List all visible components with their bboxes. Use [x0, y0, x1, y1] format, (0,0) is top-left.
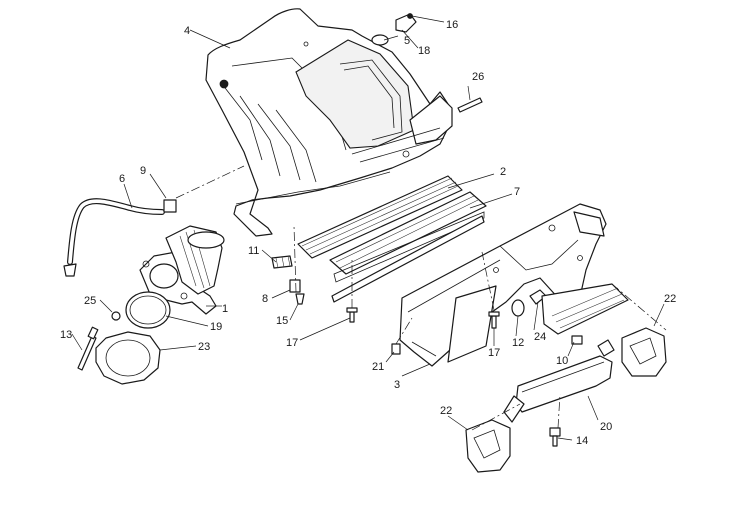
pin-26	[457, 97, 483, 113]
callout-20: 20	[600, 421, 612, 433]
sensor-10	[571, 335, 583, 345]
callout-9: 9	[140, 165, 146, 177]
breather-hose	[63, 198, 165, 277]
screw-17a	[346, 307, 358, 323]
callout-13: 13	[60, 329, 72, 341]
grommet-18	[371, 34, 389, 46]
gasket-ring	[125, 291, 171, 329]
callout-6: 6	[119, 173, 125, 185]
callout-17a: 17	[286, 337, 298, 349]
airbox-cover	[205, 8, 453, 237]
callout-14: 14	[576, 435, 588, 447]
callout-17b: 17	[488, 347, 500, 359]
nut-11	[271, 255, 293, 269]
rubber-mount-left	[465, 419, 511, 473]
callout-12: 12	[512, 337, 524, 349]
callout-5: 5	[404, 35, 410, 47]
callout-3: 3	[394, 379, 400, 391]
bolt-15	[295, 293, 305, 305]
callout-15: 15	[276, 315, 288, 327]
spacer-8	[289, 279, 301, 293]
air-filter-frame	[329, 191, 487, 303]
callout-10: 10	[556, 355, 568, 367]
callout-26: 26	[472, 71, 484, 83]
rubber-mount-right	[621, 327, 667, 377]
small-fastener-25	[111, 311, 121, 321]
callout-7: 7	[514, 186, 520, 198]
long-bolt-13	[77, 326, 99, 371]
callout-16: 16	[446, 19, 458, 31]
callout-22a: 22	[664, 293, 676, 305]
callout-11: 11	[248, 245, 259, 257]
hose-clip	[163, 199, 177, 213]
leader-lines	[71, 15, 665, 441]
callout-labels: 1 2 3 4 5 6 7 8 9 10 11 12 13 14 15 16 1…	[60, 19, 676, 447]
callout-25: 25	[84, 295, 96, 307]
air-filter-element	[297, 175, 463, 259]
airbox-base	[399, 203, 607, 367]
screw-17b	[488, 311, 500, 329]
callout-4: 4	[184, 25, 190, 37]
callout-19: 19	[210, 321, 222, 333]
flange-gasket	[95, 331, 161, 385]
assembly-center-lines	[175, 165, 667, 431]
callout-1: 1	[222, 303, 228, 315]
screw-14	[549, 427, 561, 447]
callout-22b: 22	[440, 405, 452, 417]
callout-18: 18	[418, 45, 430, 57]
bushing-12	[511, 299, 525, 317]
callout-24: 24	[534, 331, 546, 343]
callout-2: 2	[500, 166, 506, 178]
callout-21: 21	[372, 361, 384, 373]
callout-8: 8	[262, 293, 268, 305]
cap-16	[395, 13, 417, 33]
callout-23: 23	[198, 341, 210, 353]
